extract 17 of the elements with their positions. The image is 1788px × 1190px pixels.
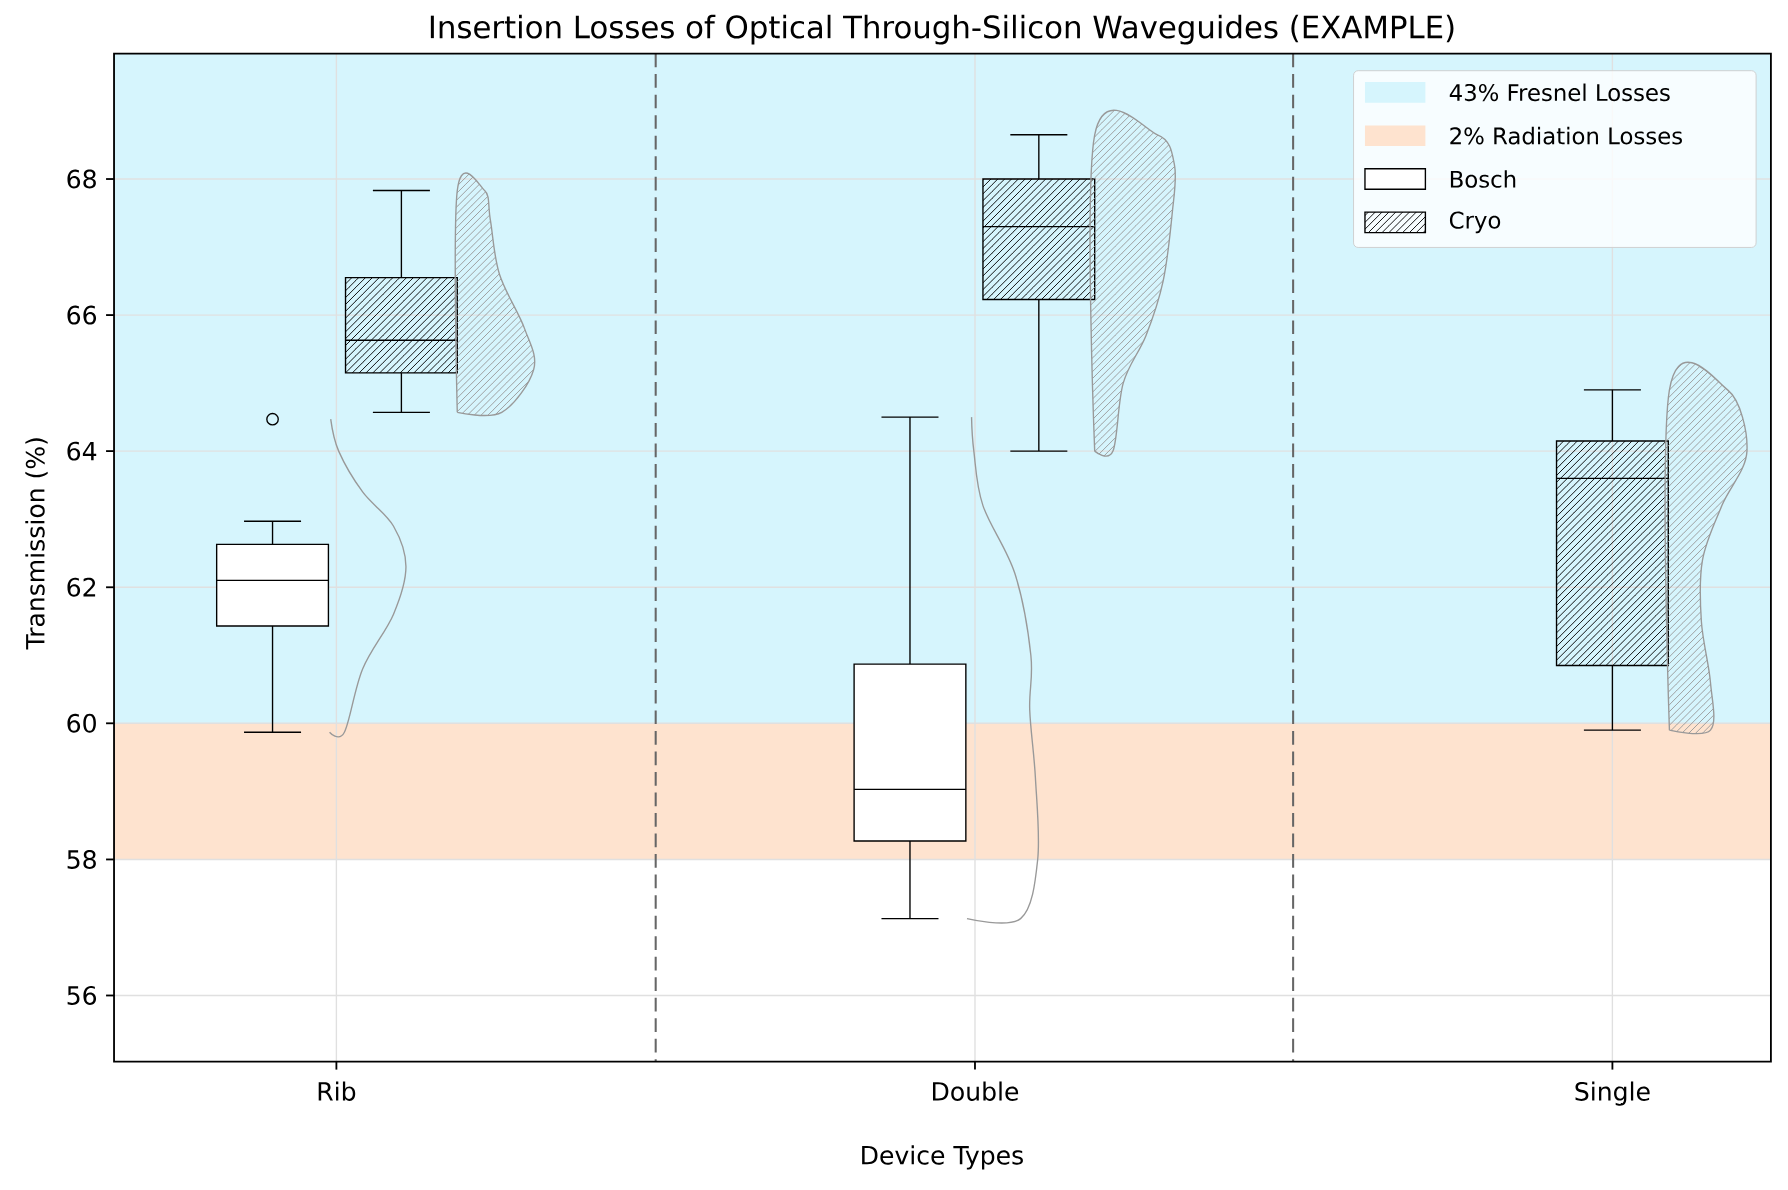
tick-label: 58 — [67, 849, 96, 869]
legend-label: 43% Fresnel Losses — [1449, 83, 1670, 101]
legend-label: 2% Radiation Losses — [1450, 126, 1682, 145]
tick-label: 56 — [67, 985, 97, 1005]
tick-label: 64 — [67, 441, 97, 461]
tick-label: 60 — [67, 713, 96, 733]
legend-label: Cryo — [1449, 211, 1501, 233]
axis-label: Transmission (%) — [25, 438, 48, 650]
tick-label: 62 — [67, 577, 96, 597]
tick-label: 66 — [67, 305, 97, 325]
legend-label: Bosch — [1450, 169, 1516, 188]
tick-label: Single — [1575, 1081, 1650, 1106]
tick-label: 68 — [67, 169, 96, 189]
axis-label: Device Types — [862, 1145, 1023, 1170]
tick-label: Rib — [318, 1081, 356, 1101]
tick-label: Double — [933, 1081, 1019, 1101]
chart-title: Insertion Losses of Optical Through-Silicon Waveguides (EXAMPLE) — [430, 14, 1454, 45]
